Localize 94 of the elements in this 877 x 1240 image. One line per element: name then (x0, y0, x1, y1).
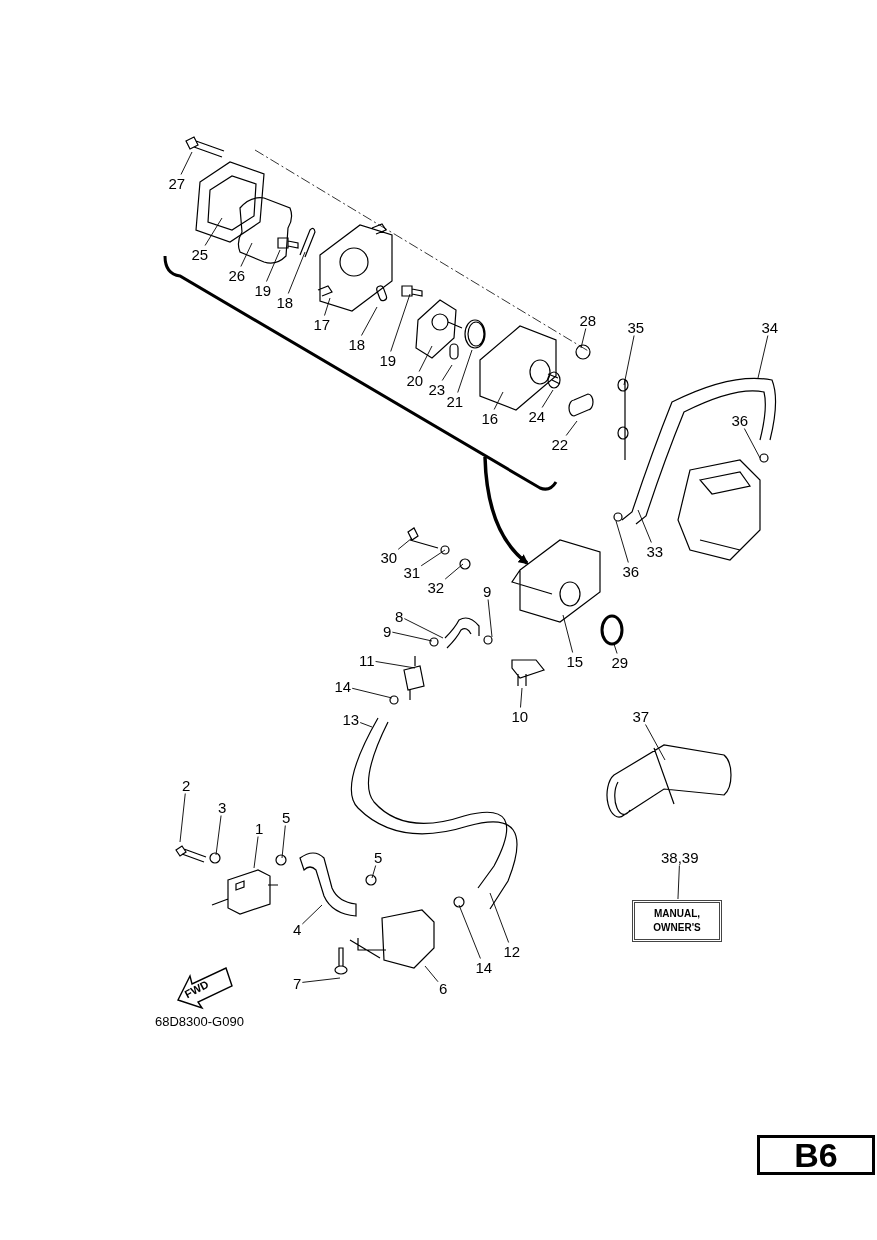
leader-line (743, 428, 761, 459)
leader-line (493, 391, 504, 410)
leader-line (757, 335, 769, 379)
leader-line (458, 904, 481, 959)
leader-line (623, 335, 635, 386)
diagram-code: 68D8300-G090 (155, 1014, 244, 1029)
leader-line (301, 977, 341, 983)
callout-number: 21 (446, 393, 464, 409)
callout-number: 4 (293, 921, 302, 937)
leader-line (253, 836, 259, 869)
leader-line (359, 722, 373, 728)
leader-line (371, 865, 377, 879)
direction-label: FWD (182, 977, 210, 1001)
leader-line (390, 293, 411, 352)
callout-number: 35 (627, 319, 645, 335)
leader-line (441, 364, 453, 381)
page-number: B6 (757, 1135, 875, 1175)
fuel-pump-drawing (511, 539, 601, 623)
leader-line (324, 297, 331, 316)
leader-line (444, 563, 464, 580)
manual-label-tag: MANUAL, OWNER'S (632, 900, 722, 942)
leader-line (562, 614, 574, 653)
arrow (483, 456, 529, 565)
callout-number: 18 (276, 294, 294, 310)
callout-number: 8 (395, 608, 404, 624)
callout-number: 33 (646, 543, 664, 559)
callout-number: 25 (191, 246, 209, 262)
leader-line (615, 520, 629, 563)
leader-line (397, 537, 413, 550)
leader-line (424, 965, 439, 983)
callout-number: 10 (511, 708, 529, 724)
callout-number: 30 (380, 549, 398, 565)
leader-line (361, 306, 378, 336)
callout-number: 34 (761, 319, 779, 335)
callout-number: 9 (483, 583, 492, 599)
callout-number: 23 (428, 381, 446, 397)
callout-number: 28 (579, 312, 597, 328)
leader-line (403, 618, 444, 639)
callout-number: 37 (632, 708, 650, 724)
leader-line (565, 420, 578, 436)
callout-number: 2 (182, 777, 191, 793)
leader-line (645, 724, 666, 761)
callout-number: 14 (334, 678, 352, 694)
leader-line (418, 345, 433, 372)
leader-line (541, 389, 554, 408)
callout-number: 27 (168, 175, 186, 191)
leader-line (240, 242, 253, 267)
callout-number: 38,39 (661, 849, 699, 865)
callout-number: 15 (566, 653, 584, 669)
callout-number: 13 (342, 711, 360, 727)
leader-line (489, 892, 510, 943)
callout-number: 26 (228, 267, 246, 283)
leader-line (391, 631, 433, 642)
leader-line (637, 509, 652, 543)
callout-number: 36 (731, 412, 749, 428)
callout-number: 9 (383, 623, 392, 639)
callout-number: 17 (313, 316, 331, 332)
leader-line (179, 793, 186, 843)
callout-number: 6 (439, 980, 448, 996)
leader-line (180, 151, 193, 175)
callout-number: 5 (374, 849, 383, 865)
callout-number: 12 (503, 943, 521, 959)
leader-line (580, 328, 587, 349)
leader-line (613, 643, 618, 654)
leader-line (301, 904, 323, 925)
callout-number: 31 (403, 564, 421, 580)
callout-number: 36 (622, 563, 640, 579)
callout-number: 24 (528, 408, 546, 424)
callout-number: 19 (254, 282, 272, 298)
leader-line (457, 349, 473, 393)
callout-number: 7 (293, 975, 302, 991)
callout-number: 20 (406, 372, 424, 388)
callout-number: 29 (611, 654, 629, 670)
leader-line (281, 825, 286, 859)
callout-number: 3 (218, 799, 227, 815)
leader-line (215, 815, 222, 856)
callout-number: 16 (481, 410, 499, 426)
callout-number: 19 (379, 352, 397, 368)
callout-number: 14 (475, 959, 493, 975)
callout-number: 32 (427, 579, 445, 595)
callout-number: 18 (348, 336, 366, 352)
leader-line (375, 661, 416, 669)
leader-line (420, 549, 446, 567)
leader-line (287, 251, 306, 294)
callout-number: 11 (359, 652, 375, 668)
leader-line (487, 599, 493, 638)
leader-line (677, 865, 680, 900)
callout-number: 22 (551, 436, 569, 452)
callout-number: 5 (282, 809, 291, 825)
leader-line (266, 249, 281, 282)
leader-line (204, 217, 223, 246)
callout-number: 1 (255, 820, 264, 836)
leader-line (520, 687, 523, 708)
leader-line (351, 687, 393, 699)
